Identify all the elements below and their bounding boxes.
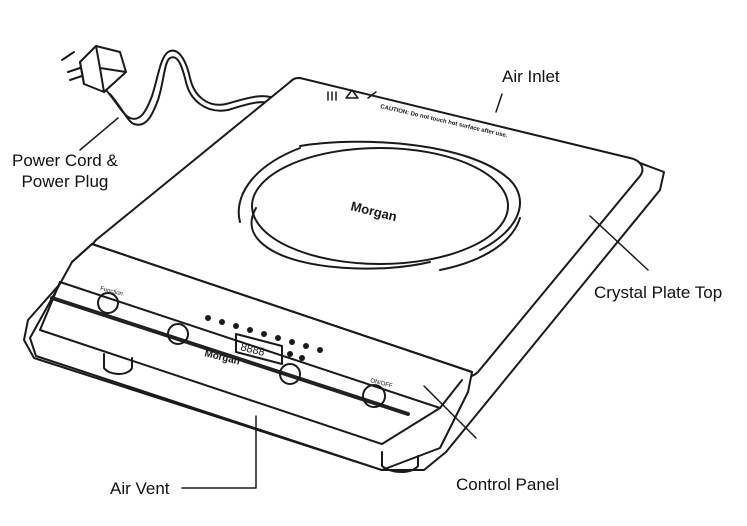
crystal-plate-label: Crystal Plate Top [594,283,723,302]
display-window [235,333,283,365]
foot-right [381,451,419,473]
down-button[interactable] [167,323,189,345]
crystal-plate-leader [589,215,649,271]
power-cord-label: Power Cord & Power Plug [12,151,118,191]
cooking-zone [237,140,521,271]
panel-indicators [205,315,323,361]
power-plug [61,45,127,93]
control-panel-label: Control Panel [456,475,560,494]
air-vent-label: Air Vent [110,479,170,498]
power-cord-leader [79,117,119,151]
warning-icons [327,89,377,101]
air-inlet-leader [495,93,503,113]
foot-left [103,353,133,375]
function-label: Function [100,286,124,297]
up-button[interactable] [279,363,301,385]
air-vent-leader [181,415,257,489]
function-button[interactable] [97,292,119,314]
air-inlet-label: Air Inlet [502,67,560,86]
display-digits: 8888 [239,341,266,359]
on-off-label: ON/OFF [370,378,394,389]
power-button[interactable] [362,384,386,408]
control-panel-leader [423,385,477,439]
power-cord [105,49,281,120]
